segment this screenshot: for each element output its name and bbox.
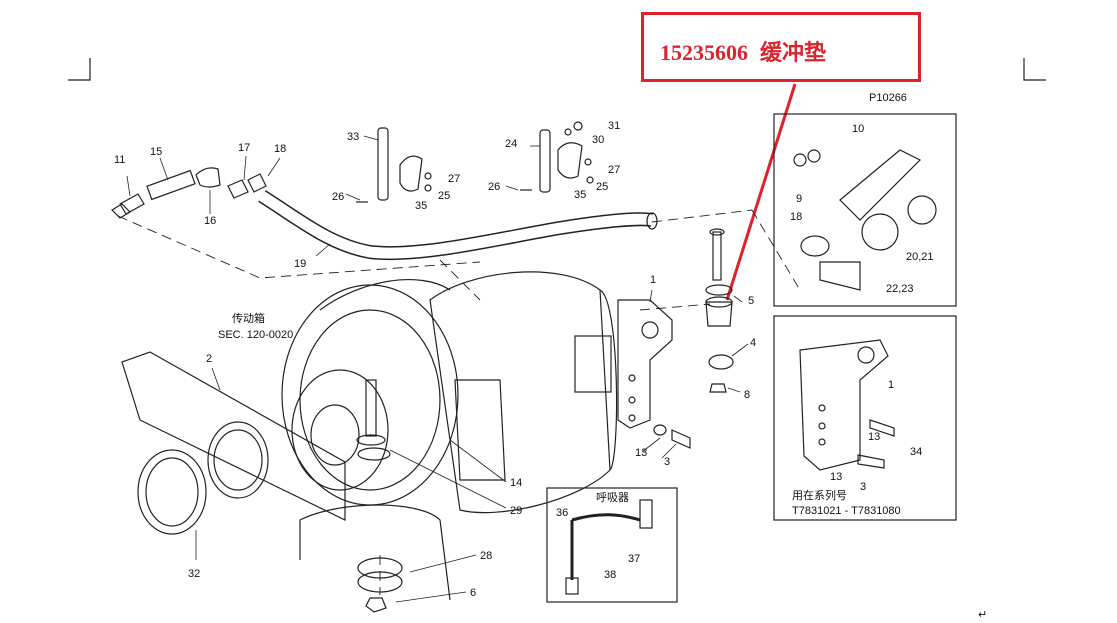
- applies-to-label-cn: 用在系列号: [792, 488, 847, 502]
- part-callout-text: 15235606 缓冲垫: [660, 35, 838, 67]
- isolator-bolt-29: [356, 379, 403, 613]
- serial-range: T7831021 - T7831080: [792, 505, 901, 517]
- part-name: 缓冲垫: [760, 40, 827, 65]
- corner-mark-left: [68, 58, 91, 81]
- detail-box-serial: [773, 315, 957, 521]
- callout-9: 9: [796, 193, 802, 205]
- callout-37: 37: [628, 553, 640, 565]
- callout-18b: 18: [790, 211, 802, 223]
- part-callout-box: 15235606 缓冲垫: [641, 12, 921, 82]
- callout-28: 28: [480, 550, 492, 562]
- clamp-assembly-33: [356, 127, 432, 203]
- corner-mark-right: [1023, 58, 1046, 81]
- callout-11: 11: [114, 154, 125, 166]
- cushion-mount-stack: [705, 228, 734, 393]
- callout-36: 36: [556, 507, 568, 519]
- callout-3b: 3: [860, 481, 866, 493]
- callout-13a: 13: [635, 447, 647, 459]
- callout-27b: 27: [608, 164, 620, 176]
- callout-38: 38: [604, 569, 616, 581]
- callout-27a: 27: [448, 173, 460, 185]
- part-number: 15235606: [660, 40, 748, 65]
- breather-detail: [565, 499, 653, 595]
- bolt-set-3: [653, 424, 691, 449]
- callout-4: 4: [750, 337, 756, 349]
- callout-25b: 25: [596, 181, 608, 193]
- callout-8: 8: [744, 389, 750, 401]
- return-mark: ↵: [978, 609, 987, 621]
- drawing-id: P10266: [869, 92, 907, 104]
- callout-13c: 13: [830, 471, 842, 483]
- callout-30: 30: [592, 134, 604, 146]
- callout-2: 2: [206, 353, 212, 365]
- callout-5: 5: [748, 295, 754, 307]
- callout-22-23: 22,23: [886, 283, 914, 295]
- callout-1b: 1: [888, 379, 894, 391]
- callout-19: 19: [294, 258, 306, 270]
- callout-18: 18: [274, 143, 286, 155]
- callout-29: 29: [510, 505, 522, 517]
- fitting-group-left: [111, 167, 267, 219]
- gearbox-label-cn: 传动箱: [232, 311, 265, 325]
- callout-32: 32: [188, 568, 200, 580]
- callout-3a: 3: [664, 456, 670, 468]
- callout-24: 24: [505, 138, 517, 150]
- callout-15: 15: [150, 146, 162, 158]
- callout-leader-line: [725, 83, 797, 301]
- callout-34: 34: [910, 446, 922, 458]
- clamp-assembly-24: [520, 121, 594, 193]
- callout-10: 10: [852, 123, 864, 135]
- callout-17: 17: [238, 142, 250, 154]
- detail-box-breather: [546, 487, 678, 603]
- gearbox-housing: [281, 271, 618, 601]
- callout-25a: 25: [438, 190, 450, 202]
- callout-35a: 35: [415, 200, 427, 212]
- bracket-detail: [799, 339, 895, 471]
- diagram-labels: P10266 11 15 16 17 18 19 33 26 35 25 27 …: [114, 92, 987, 621]
- gearbox-label-sec: SEC. 120-0020: [218, 329, 293, 341]
- callout-6: 6: [470, 587, 476, 599]
- callout-14: 14: [510, 477, 522, 489]
- callout-26b: 26: [488, 181, 500, 193]
- callout-1a: 1: [650, 274, 656, 286]
- detail-box-coupler: [773, 113, 957, 307]
- callout-26a: 26: [332, 191, 344, 203]
- cover-plate-2: [121, 351, 346, 535]
- callout-31: 31: [608, 120, 620, 132]
- callout-20-21: 20,21: [906, 251, 934, 263]
- mount-bracket-1: [617, 299, 673, 429]
- callout-35b: 35: [574, 189, 586, 201]
- callout-13b: 13: [868, 431, 880, 443]
- breather-label-cn: 呼吸器: [596, 491, 629, 504]
- callout-16: 16: [204, 215, 216, 227]
- coupler-detail: [793, 149, 937, 291]
- callout-33: 33: [347, 131, 359, 143]
